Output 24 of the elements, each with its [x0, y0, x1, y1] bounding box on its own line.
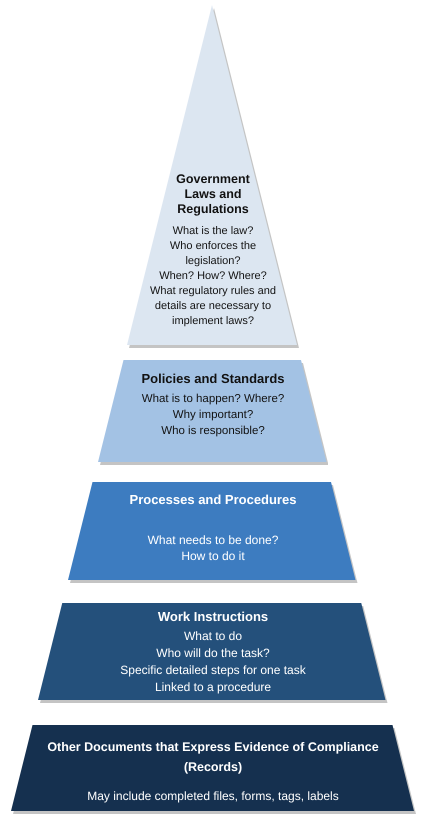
tier-title: Other Documents that Express Evidence of Compliance (Records) [46, 739, 380, 776]
pyramid-tier [127, 5, 299, 348]
tier-title: Policies and Standards [140, 370, 286, 387]
tier-text: What needs to be done? [147, 532, 279, 548]
tier-title: Processes and Procedures [129, 491, 297, 508]
pyramid-tier [98, 360, 328, 465]
tier-text: What is the law? [172, 224, 254, 239]
tier-title: Work Instructions [157, 608, 269, 625]
tier-text: Who will do the task? [156, 645, 270, 662]
tier-text: May include completed files, forms, tags, labels [86, 788, 340, 804]
tier-text: What to do [183, 628, 243, 645]
tier-text: Specific detailed steps for one task [120, 662, 306, 679]
tier-text: When? How? Where? [158, 269, 268, 284]
tier-title: Government Laws and Regulations [176, 172, 250, 217]
tier-text: Why important? [172, 408, 254, 423]
tier-text: Linked to a procedure [154, 679, 272, 696]
tier-text: What regulatory rules and details are necessary to implement laws? [150, 284, 276, 329]
tier-text: How to do it [180, 548, 246, 564]
tier-text: Who is responsible? [160, 424, 266, 439]
pyramid-tier [38, 603, 388, 703]
tier-text: Who enforces the legislation? [169, 239, 257, 269]
pyramid-tier [10, 725, 416, 814]
tier-text: What is to happen? Where? [141, 392, 285, 407]
pyramid-tier [68, 482, 358, 583]
